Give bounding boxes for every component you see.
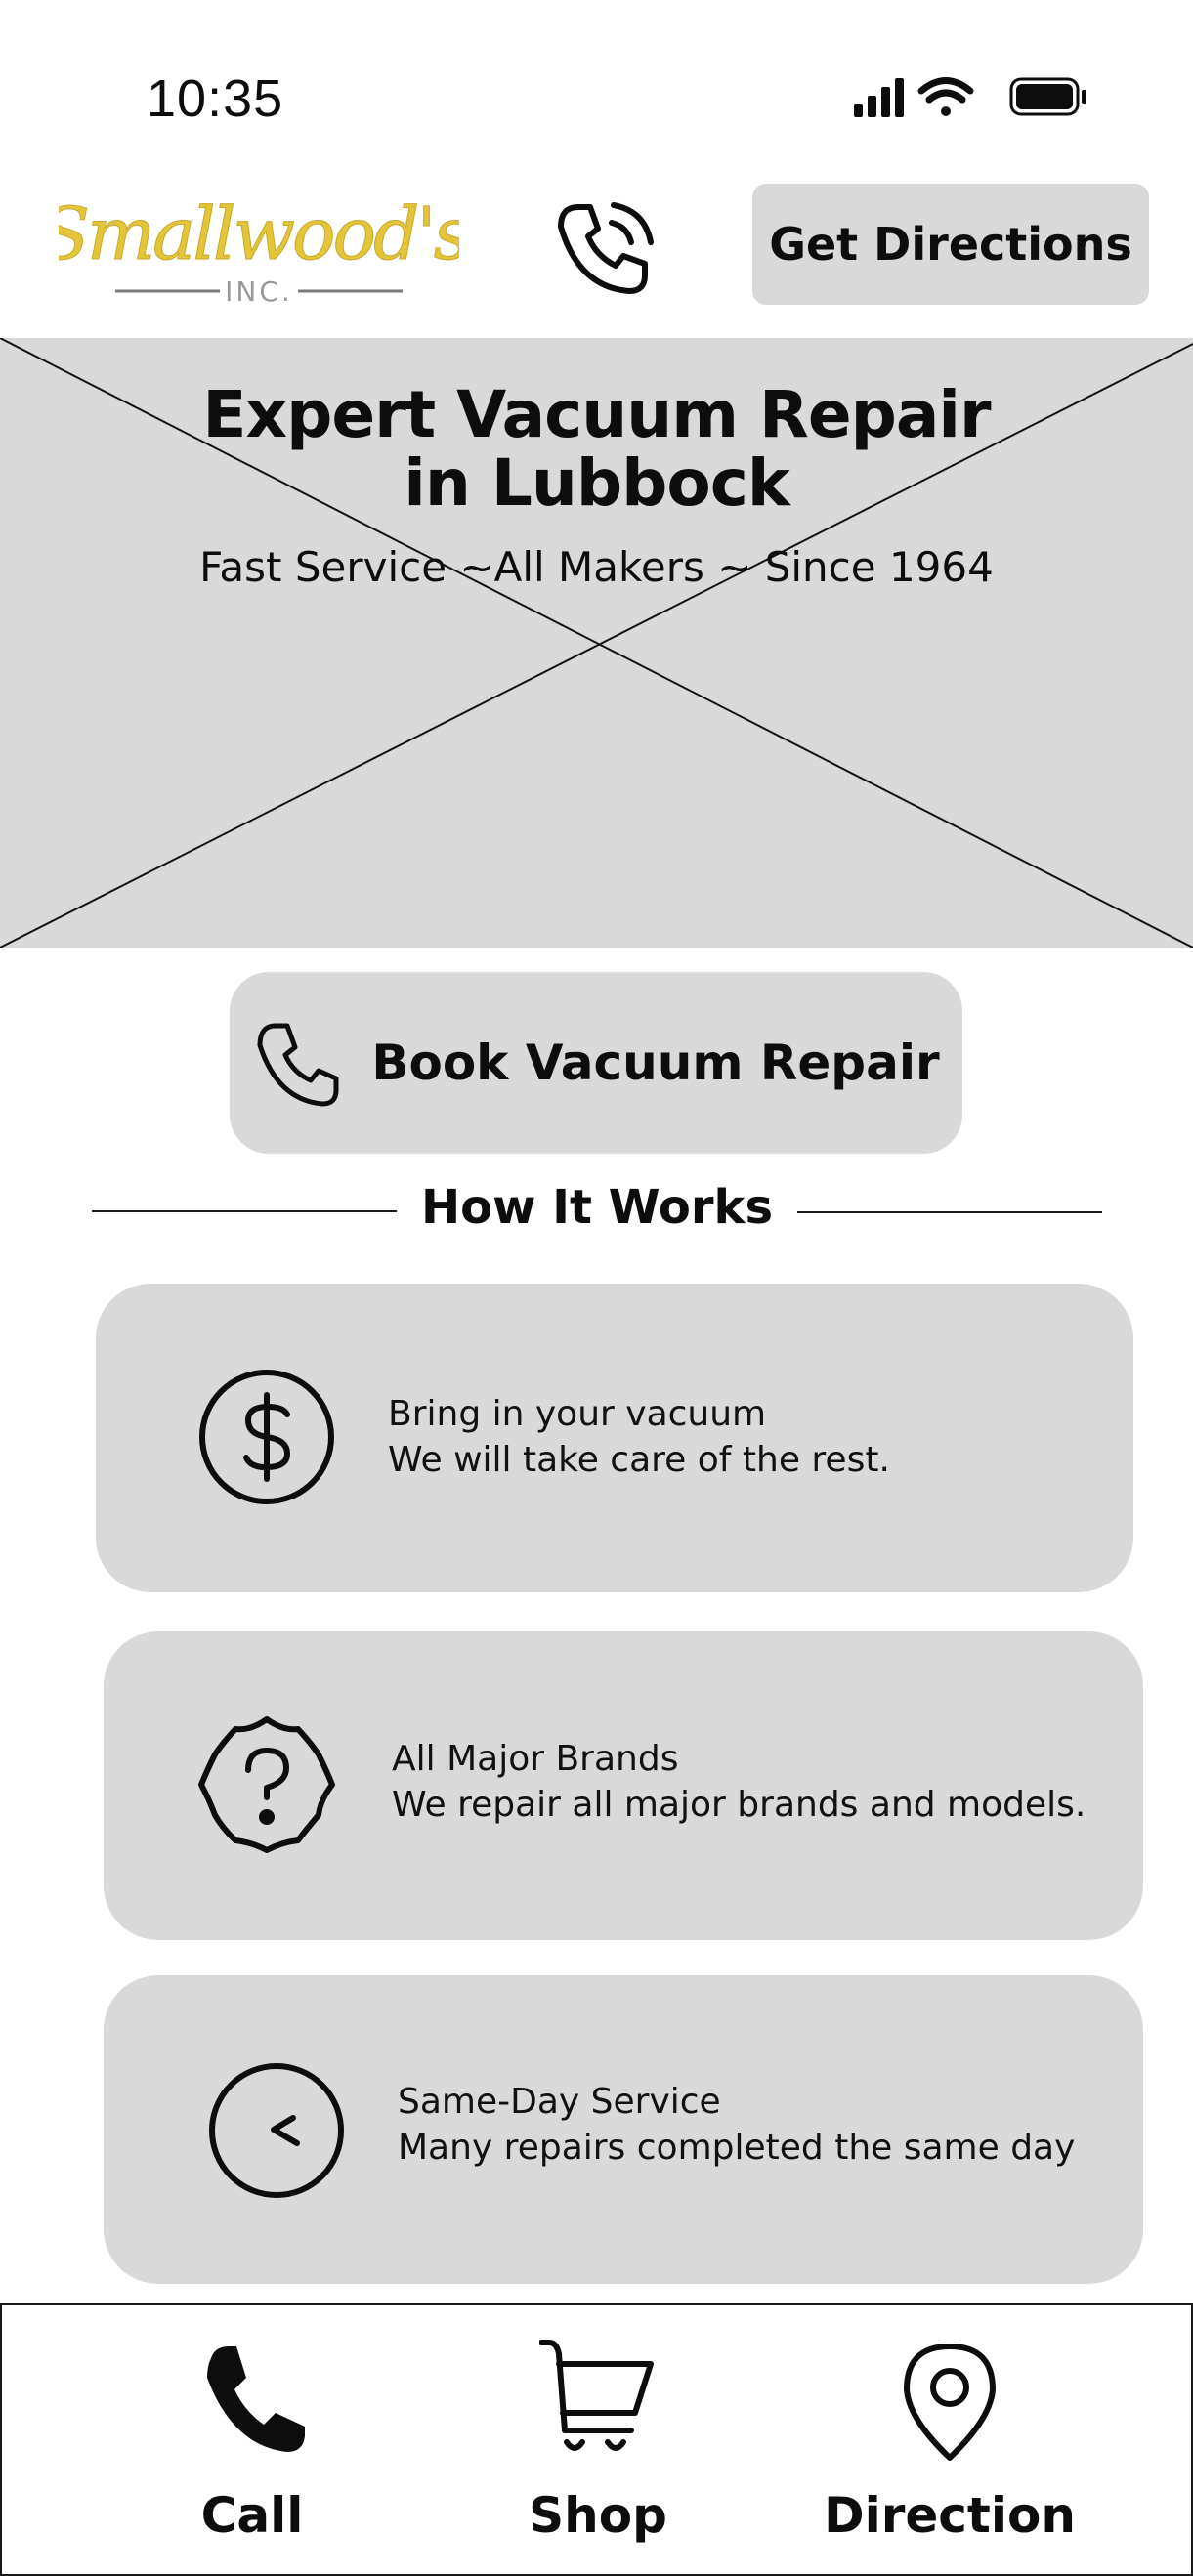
hero-title-line-2: in Lubbock	[404, 445, 789, 521]
svg-text:INC.: INC.	[225, 275, 293, 308]
card-text: Same-Day Service Many repairs completed …	[398, 2079, 1075, 2171]
card-text: All Major Brands We repair all major bra…	[392, 1736, 1086, 1828]
card-title: All Major Brands	[392, 1739, 679, 1779]
hero-subtitle: Fast Service ~All Makers ~ Since 1964	[199, 543, 994, 591]
heading-divider-right	[797, 1211, 1102, 1213]
cart-icon	[539, 2340, 654, 2451]
heading-divider-left	[92, 1210, 397, 1212]
get-directions-button[interactable]: Get Directions	[752, 184, 1149, 305]
card-title: Same-Day Service	[398, 2082, 721, 2122]
card-description: We repair all major brands and models.	[392, 1785, 1086, 1825]
book-button-label: Book Vacuum Repair	[371, 1035, 940, 1091]
placeholder-cross	[0, 338, 1193, 948]
card-description: We will take care of the rest.	[388, 1440, 890, 1480]
nav-call[interactable]: Call	[106, 2305, 399, 2574]
bottom-nav: Call Shop Direction	[0, 2303, 1193, 2576]
battery-icon	[1009, 77, 1086, 116]
phone-icon	[257, 1023, 339, 1107]
card-title: Bring in your vacuum	[388, 1394, 767, 1434]
phone-ringing-icon[interactable]	[549, 195, 657, 303]
status-icons	[854, 77, 1086, 117]
book-vacuum-repair-button[interactable]: Book Vacuum Repair	[230, 972, 962, 1154]
smallwoods-logo[interactable]: Smallwood's INC.	[59, 186, 459, 313]
card-description: Many repairs completed the same day	[398, 2128, 1076, 2168]
question-badge-icon	[198, 1716, 335, 1853]
status-time: 10:35	[147, 69, 284, 128]
signal-icon	[854, 78, 904, 117]
feature-card-bring-in: Bring in your vacuum We will take care o…	[96, 1284, 1133, 1592]
phone-icon	[207, 2346, 305, 2452]
nav-shop[interactable]: Shop	[451, 2305, 745, 2574]
map-pin-icon	[904, 2344, 996, 2461]
dollar-icon	[199, 1370, 334, 1504]
nav-shop-label: Shop	[529, 2487, 667, 2544]
svg-text:Smallwood's: Smallwood's	[59, 192, 459, 276]
feature-card-all-brands: All Major Brands We repair all major bra…	[104, 1631, 1143, 1940]
clock-icon	[209, 2063, 344, 2198]
how-it-works-heading: How It Works	[420, 1180, 774, 1235]
nav-direction[interactable]: Direction	[803, 2305, 1096, 2574]
hero-title-line-1: Expert Vacuum Repair	[202, 377, 991, 452]
feature-card-same-day: Same-Day Service Many repairs completed …	[104, 1975, 1143, 2284]
wifi-icon	[917, 77, 974, 116]
nav-call-label: Call	[200, 2487, 304, 2544]
card-text: Bring in your vacuum We will take care o…	[388, 1391, 890, 1483]
hero-title: Expert Vacuum Repair in Lubbock	[0, 381, 1193, 518]
nav-direction-label: Direction	[824, 2487, 1076, 2544]
hero-image-placeholder	[0, 338, 1193, 948]
